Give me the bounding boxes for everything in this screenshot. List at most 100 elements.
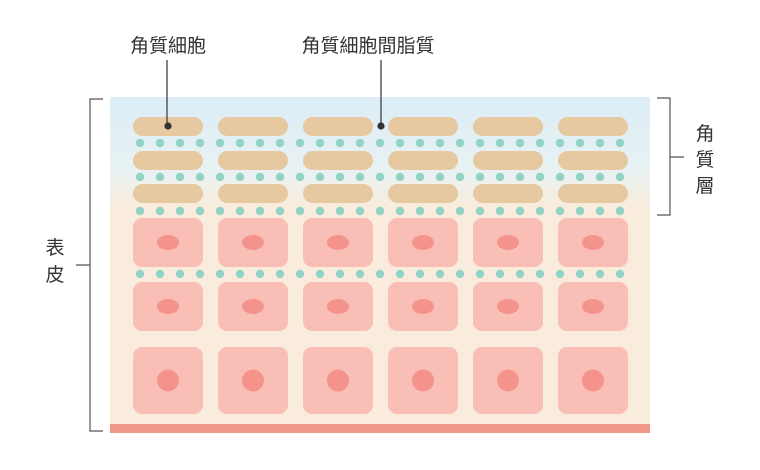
corneocyte — [558, 117, 628, 136]
intercellular-lipid-dots — [135, 138, 625, 279]
lipid-dot — [515, 206, 525, 216]
lipid-dot — [395, 138, 405, 148]
lipid-dot — [555, 172, 565, 182]
lipid-dot — [355, 269, 365, 279]
corneocyte — [303, 117, 373, 136]
lipid-dot — [375, 138, 385, 148]
cell-nucleus — [327, 235, 349, 250]
lipid-dot — [175, 206, 185, 216]
lipid-dot — [215, 172, 225, 182]
lipid-dot — [155, 269, 165, 279]
corneocyte — [388, 151, 458, 170]
intercellular-lipid-label: 角質細胞間脂質 — [301, 35, 434, 57]
lipid-dot — [215, 206, 225, 216]
lipid-dot — [515, 172, 525, 182]
lipid-dot — [315, 269, 325, 279]
lipid-dot — [275, 269, 285, 279]
corneocyte — [133, 151, 203, 170]
lipid-dot — [415, 269, 425, 279]
lipid-dot — [375, 269, 385, 279]
cell-nucleus — [412, 235, 434, 250]
lipid-dot — [495, 206, 505, 216]
lipid-dot — [235, 138, 245, 148]
lipid-dot — [575, 138, 585, 148]
lipid-dot — [515, 138, 525, 148]
corneocyte — [473, 117, 543, 136]
lipid-dot — [255, 206, 265, 216]
cell-nucleus — [327, 299, 349, 314]
lipid-dot — [495, 269, 505, 279]
lipid-dot — [415, 138, 425, 148]
lipid-dot — [415, 172, 425, 182]
corneocyte — [388, 184, 458, 203]
lipid-dot — [275, 206, 285, 216]
lipid-dot — [535, 172, 545, 182]
cell-nucleus — [157, 299, 179, 314]
lipid-dot — [415, 206, 425, 216]
lipid-dot — [355, 206, 365, 216]
cell-nucleus — [582, 299, 604, 314]
lipid-dot — [615, 138, 625, 148]
lipid-dot — [155, 206, 165, 216]
lipid-dot — [155, 138, 165, 148]
lipid-dot — [595, 172, 605, 182]
corneocyte — [133, 184, 203, 203]
lipid-dot — [335, 269, 345, 279]
corneocyte — [388, 117, 458, 136]
cell-nucleus — [242, 299, 264, 314]
corneocyte — [218, 184, 288, 203]
lipid-dot — [295, 206, 305, 216]
cell-nucleus — [157, 235, 179, 250]
corneocyte — [303, 151, 373, 170]
lipid-dot — [615, 206, 625, 216]
lipid-dot — [555, 206, 565, 216]
lipid-dot — [575, 269, 585, 279]
lipid-dot — [235, 172, 245, 182]
lipid-dot — [455, 269, 465, 279]
lipid-dot — [575, 172, 585, 182]
lipid-dot — [355, 172, 365, 182]
stratum-corneum-label-char-1: 角 — [695, 123, 714, 145]
lipid-dot — [375, 206, 385, 216]
cell-nucleus — [327, 369, 349, 392]
lipid-dot — [595, 138, 605, 148]
corneocyte — [218, 151, 288, 170]
lipid-dot — [375, 172, 385, 182]
cell-nucleus — [412, 369, 434, 392]
epidermis-label-char-2: 皮 — [45, 264, 64, 286]
lipid-dot — [475, 172, 485, 182]
lipid-dot — [175, 269, 185, 279]
epidermis-label-char-1: 表 — [45, 237, 64, 259]
corneocyte — [473, 184, 543, 203]
lipid-dot — [315, 206, 325, 216]
lipid-dot — [135, 172, 145, 182]
cell-nucleus — [497, 235, 519, 250]
lipid-dot — [315, 138, 325, 148]
lipid-dot — [135, 269, 145, 279]
corneocyte-layer — [133, 117, 628, 203]
basal-line — [110, 424, 650, 433]
lipid-dot — [255, 269, 265, 279]
lipid-dot — [555, 269, 565, 279]
lipid-dot — [435, 269, 445, 279]
lipid-dot — [255, 172, 265, 182]
corneocyte-pointer-dot — [164, 122, 172, 130]
lipid-dot — [535, 138, 545, 148]
lipid-dot — [315, 172, 325, 182]
lipid-dot — [135, 206, 145, 216]
lipid-dot — [515, 269, 525, 279]
lipid-dot — [135, 138, 145, 148]
lipid-dot — [455, 138, 465, 148]
lipid-dot — [295, 138, 305, 148]
lipid-dot — [535, 269, 545, 279]
lipid-dot — [595, 206, 605, 216]
cell-nucleus — [582, 235, 604, 250]
epidermis-bracket — [76, 98, 103, 432]
corneocyte — [303, 184, 373, 203]
lipid-dot — [455, 172, 465, 182]
cell-nucleus — [242, 369, 264, 392]
lipid-dot — [615, 269, 625, 279]
stratum-corneum-bracket — [657, 97, 684, 216]
lipid-dot — [455, 206, 465, 216]
